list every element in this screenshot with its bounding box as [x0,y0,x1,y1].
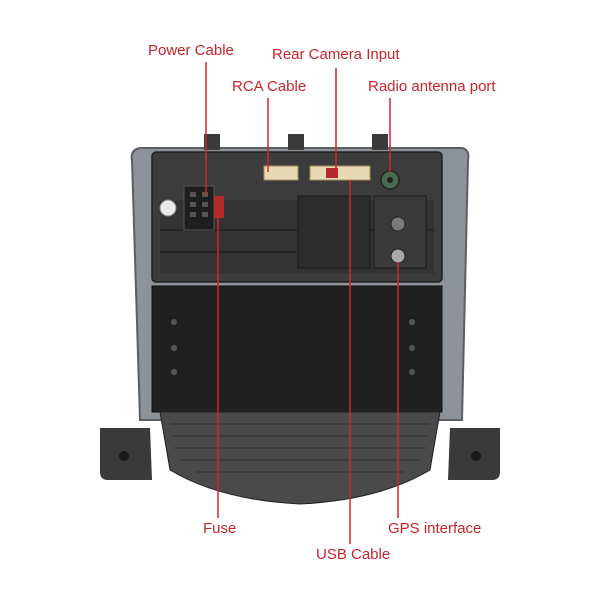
fuse-label: Fuse [203,520,237,537]
rear-camera-input-label: Rear Camera Input [272,46,400,63]
rca-connector [263,165,299,181]
rca-cable-label: RCA Cable [232,78,307,95]
radio-antenna-port-label: Radio antenna port [368,78,496,95]
fuse-holder [214,196,224,218]
rear-camera-connector [309,165,371,181]
power-connector [183,185,215,231]
power-cable-label: Power Cable [148,42,234,59]
heatsink [159,411,441,505]
gps-port [390,248,406,264]
gps-interface-label: GPS interface [388,520,482,537]
usb-cable-label: USB Cable [316,546,391,563]
lower-panel [151,285,443,413]
